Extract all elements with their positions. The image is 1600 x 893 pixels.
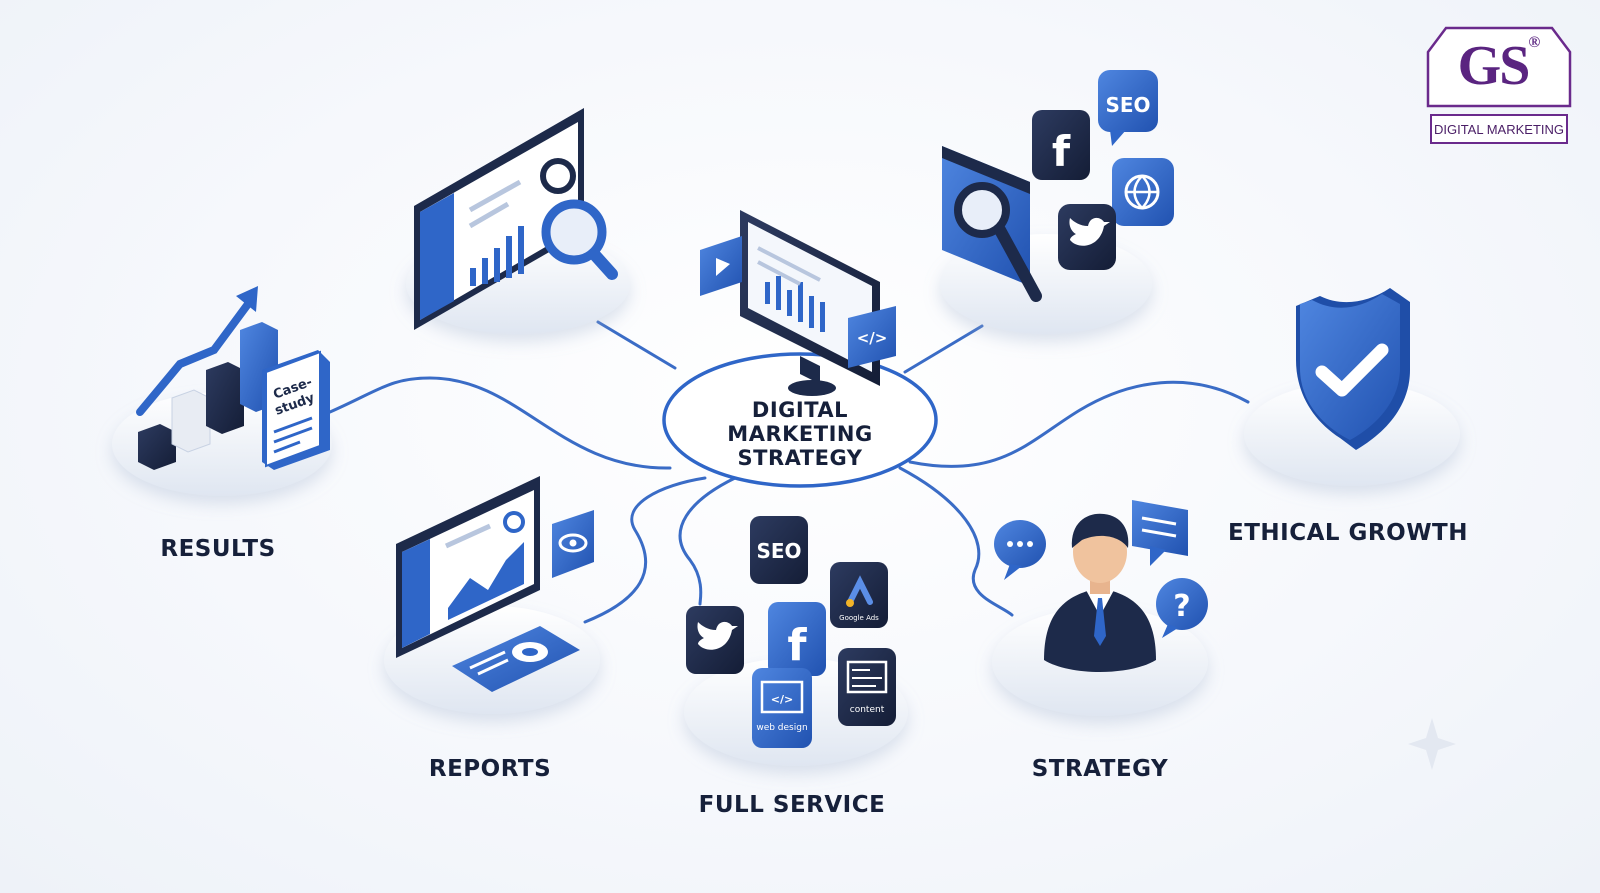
line-to-reports: [583, 476, 707, 624]
code-icon: </>: [848, 306, 896, 368]
web-design-tile: </> web design: [752, 668, 812, 748]
report-document: [452, 626, 580, 692]
logo-letters: GS: [1457, 35, 1531, 97]
logo-tagline: DIGITAL MARKETING: [1430, 114, 1568, 144]
svg-text:</>: </>: [857, 329, 888, 347]
svg-text:web design: web design: [756, 723, 807, 733]
svg-text:f: f: [1052, 127, 1071, 176]
facebook-icon: f: [1032, 110, 1090, 180]
twitter-icon: [686, 606, 744, 674]
content-tile: content: [838, 648, 896, 726]
strategy-platform: ?: [992, 500, 1208, 716]
svg-text:SEO: SEO: [1105, 93, 1150, 117]
globe-icon: [1112, 158, 1174, 226]
line-to-search: [903, 324, 984, 374]
line-to-ethical: [908, 380, 1250, 468]
gs-logo: GS® DIGITAL MARKETING: [1426, 24, 1572, 148]
strategy-label: STRATEGY: [1031, 756, 1169, 782]
line-to-results: [328, 376, 672, 470]
magnifier-icon: [954, 182, 1042, 302]
bar-chart-icon: [136, 286, 278, 470]
registered-mark: ®: [1528, 34, 1541, 51]
svg-text:Google Ads: Google Ads: [839, 614, 879, 622]
svg-text:</>: </>: [771, 693, 793, 706]
monitor-icon: </>: [700, 210, 896, 396]
play-icon: [700, 236, 742, 296]
sparkle-icon: [1408, 718, 1456, 770]
line-to-strategy: [898, 466, 1014, 617]
full-service-platform: SEO Google Ads f content </> web design: [684, 516, 908, 766]
businessman-icon: [1044, 513, 1156, 672]
logo-mark-text: GS®: [1426, 34, 1572, 98]
search-social-platform: f SEO: [940, 70, 1174, 334]
case-study-document: Case- study: [262, 350, 330, 470]
seo-tile: SEO: [750, 516, 808, 584]
google-ads-tile: Google Ads: [830, 562, 888, 628]
connector-lines: [328, 320, 1250, 624]
eye-icon: [552, 510, 594, 578]
svg-text:?: ?: [1173, 589, 1190, 624]
analytics-platform: [406, 108, 630, 334]
facebook-icon: f: [768, 602, 826, 676]
center-title-line: DIGITAL: [751, 398, 849, 422]
message-icon: [1132, 500, 1188, 566]
center-title-line: MARKETING: [727, 422, 873, 446]
twitter-icon: [1058, 204, 1116, 270]
reports-label: REPORTS: [428, 756, 552, 782]
results-label: RESULTS: [160, 536, 276, 562]
magnifier-icon: [541, 199, 618, 280]
seo-bubble-icon: SEO: [1098, 70, 1158, 146]
question-icon: ?: [1156, 578, 1208, 638]
center-title-line: STRATEGY: [737, 446, 863, 470]
shield-check-icon: [1296, 288, 1410, 450]
svg-text:content: content: [850, 705, 885, 715]
line-to-full-service: [678, 476, 737, 606]
logo-hexagon: [1426, 26, 1572, 108]
chat-bubble-icon: [994, 520, 1046, 580]
ethical-growth-platform: [1244, 288, 1460, 486]
full-service-label: FULL SERVICE: [698, 792, 886, 818]
results-platform: Case- study: [112, 286, 332, 496]
reports-platform: [384, 476, 600, 714]
svg-text:SEO: SEO: [756, 539, 801, 563]
center-node: [662, 352, 938, 488]
svg-text:f: f: [787, 620, 807, 671]
line-to-analytics: [596, 320, 677, 370]
center-title: DIGITAL MARKETING STRATEGY: [727, 398, 872, 470]
ethical-growth-label: ETHICAL GROWTH: [1228, 520, 1468, 546]
